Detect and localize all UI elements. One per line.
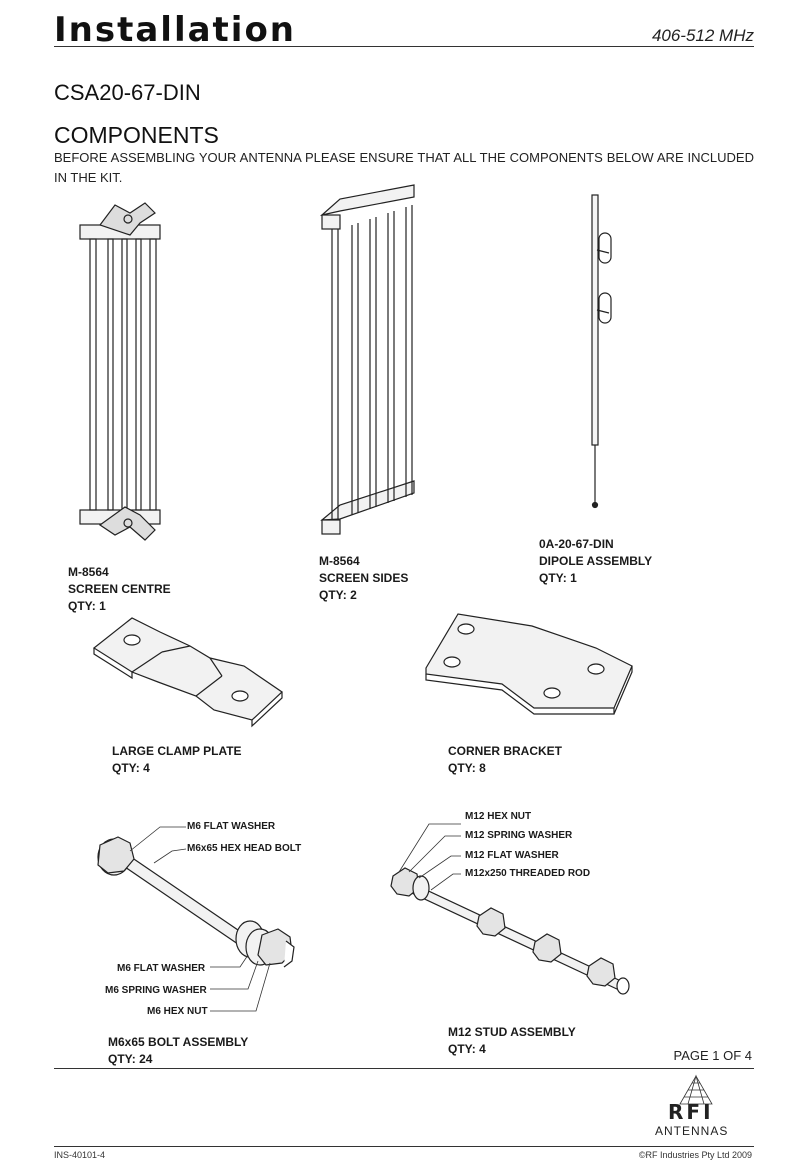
rfi-logo-icon: [679, 1074, 713, 1105]
footer-rule: [54, 1068, 754, 1069]
part-name: SCREEN SIDES: [319, 571, 409, 585]
dipole-assembly-illustration: [591, 194, 612, 509]
corner-bracket-illustration: [425, 613, 633, 715]
header-rule: [54, 46, 754, 47]
part-code: M-8564: [319, 554, 360, 568]
part-qty: QTY: 1: [539, 571, 577, 585]
part-qty: QTY: 8: [448, 761, 486, 775]
part-name: M6x65 BOLT ASSEMBLY: [108, 1035, 249, 1049]
part-code: 0A-20-67-DIN: [539, 537, 614, 551]
callout-label: M12 FLAT WASHER: [465, 850, 559, 861]
model-number: CSA20-67-DIN: [54, 80, 201, 105]
part-qty: QTY: 1: [68, 599, 106, 613]
callout-label: M6 FLAT WASHER: [117, 963, 206, 974]
page-title: Installation: [54, 10, 297, 50]
callout-label: M6 SPRING WASHER: [105, 985, 207, 996]
part-qty: QTY: 2: [319, 588, 357, 602]
part-qty: QTY: 24: [108, 1052, 153, 1066]
callout-label: M6 FLAT WASHER: [187, 821, 276, 832]
intro-text: BEFORE ASSEMBLING YOUR ANTENNA PLEASE EN…: [54, 150, 754, 185]
part-code: M-8564: [68, 565, 109, 579]
doc-number: INS-40101-4: [54, 1150, 106, 1160]
stud-assembly-illustration: [390, 823, 630, 995]
callout-label: M12 HEX NUT: [465, 811, 532, 822]
part-name: LARGE CLAMP PLATE: [112, 744, 242, 758]
part-qty: QTY: 4: [112, 761, 150, 775]
part-name: CORNER BRACKET: [448, 744, 562, 758]
bottom-rule: [54, 1146, 754, 1147]
screen-sides-illustration: [319, 184, 415, 535]
logo-wordmark: RFI: [668, 1100, 714, 1124]
callout-label: M6 HEX NUT: [147, 1006, 208, 1017]
part-name: M12 STUD ASSEMBLY: [448, 1025, 576, 1039]
clamp-plate-illustration: [92, 617, 283, 728]
logo-subtitle: ANTENNAS: [655, 1124, 729, 1138]
callout-label: M12 SPRING WASHER: [465, 830, 573, 841]
part-name: SCREEN CENTRE: [68, 582, 171, 596]
screen-centre-illustration: [79, 202, 161, 541]
copyright: ©RF Industries Pty Ltd 2009: [638, 1150, 752, 1160]
page-number: PAGE 1 OF 4: [673, 1048, 752, 1063]
bolt-assembly-illustration: [97, 826, 295, 1012]
section-heading: COMPONENTS: [54, 122, 219, 148]
part-qty: QTY: 4: [448, 1042, 486, 1056]
callout-label: M6x65 HEX HEAD BOLT: [187, 843, 302, 854]
frequency-range: 406-512 MHz: [651, 26, 754, 45]
part-name: DIPOLE ASSEMBLY: [539, 554, 653, 568]
callout-label: M12x250 THREADED ROD: [465, 868, 591, 879]
